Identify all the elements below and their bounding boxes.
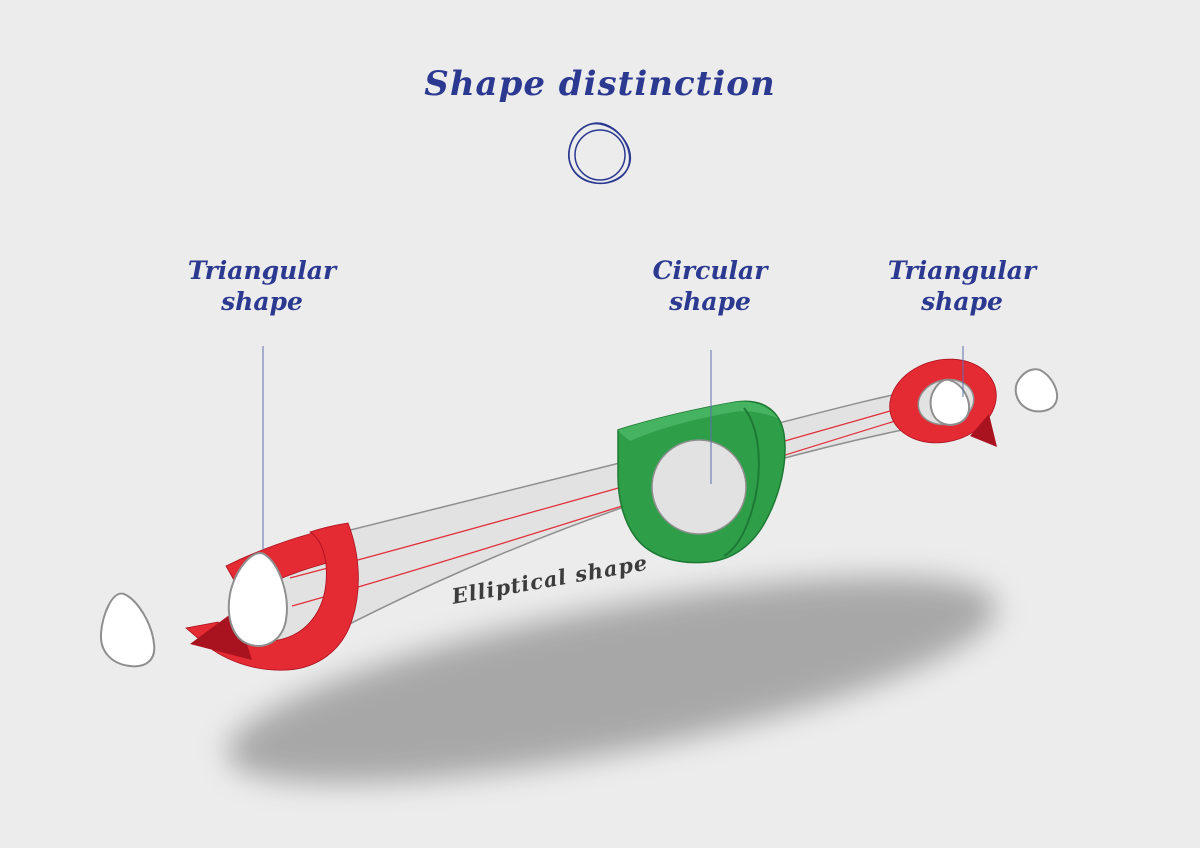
annotation-left-line1: Triangular: [187, 256, 337, 285]
red-stripe-bottom: [291, 407, 939, 607]
red-stripe-top: [289, 397, 937, 579]
page-title: Shape distinction: [424, 64, 776, 104]
glyph-circle: [574, 129, 626, 181]
annotation-circular: Circular shape: [600, 255, 820, 317]
rounded-triangle-icon: [568, 122, 632, 185]
red-band-right-fold: [970, 414, 997, 447]
drop-shadow: [226, 577, 998, 783]
triangular-cross-section-left: [227, 552, 288, 647]
annotation-right-line1: Triangular: [887, 256, 1037, 285]
glyph-triangle-offset: [568, 122, 631, 185]
triangular-cross-section-right: [929, 378, 970, 426]
annotation-triangular-left: Triangular shape: [152, 255, 372, 317]
annotation-left-line2: shape: [221, 287, 303, 316]
annotation-triangular-right: Triangular shape: [852, 255, 1072, 317]
annotation-middle-line2: shape: [669, 287, 751, 316]
floating-triangle-right: [1014, 368, 1058, 413]
green-band-inner-rim: [723, 407, 760, 557]
green-band-highlight: [618, 401, 778, 441]
annotation-right-line2: shape: [921, 287, 1003, 316]
floating-triangle-left: [99, 592, 156, 668]
circular-cross-section: [651, 439, 747, 535]
annotation-middle-line1: Circular: [652, 256, 768, 285]
